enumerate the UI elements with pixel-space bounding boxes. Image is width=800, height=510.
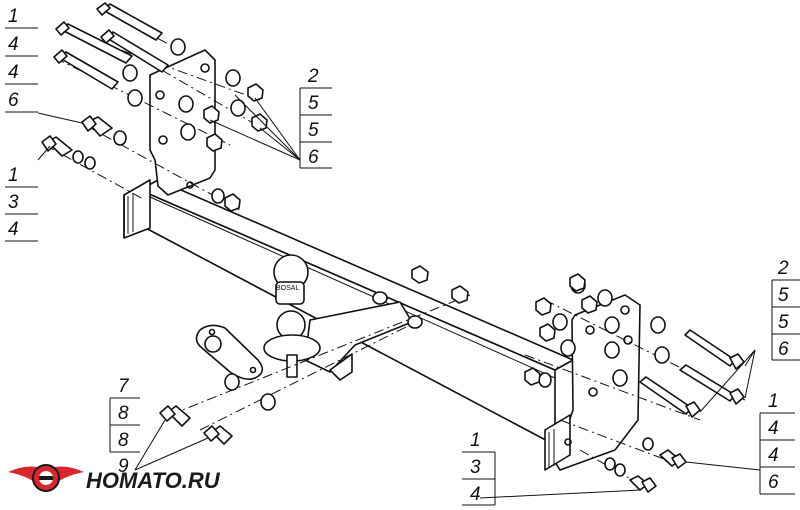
washer bbox=[407, 315, 423, 329]
washer bbox=[127, 89, 143, 107]
washer bbox=[614, 463, 626, 477]
socket-plate bbox=[195, 324, 264, 380]
bolt bbox=[679, 364, 745, 405]
washer bbox=[604, 341, 620, 359]
nut bbox=[206, 133, 223, 152]
callout-number: 5 bbox=[778, 312, 789, 333]
callout-number: 8 bbox=[118, 430, 129, 451]
callout-number: 5 bbox=[308, 120, 319, 141]
washer bbox=[612, 369, 628, 387]
callout-number: 4 bbox=[768, 445, 779, 466]
leader-lines bbox=[37, 94, 761, 499]
nut bbox=[569, 273, 586, 292]
washer bbox=[642, 437, 654, 451]
nut bbox=[524, 367, 541, 386]
washer bbox=[211, 188, 225, 204]
callout-right-mid: 2 5 5 6 bbox=[771, 258, 800, 361]
washer bbox=[650, 316, 666, 334]
callout-number: 2 bbox=[307, 66, 319, 87]
bolt bbox=[629, 475, 657, 493]
washer bbox=[372, 291, 388, 305]
bolt bbox=[53, 49, 119, 90]
washer bbox=[538, 372, 552, 388]
bolt bbox=[55, 21, 133, 64]
nut bbox=[411, 265, 429, 284]
washer bbox=[552, 313, 568, 331]
callout-number: 4 bbox=[8, 219, 19, 240]
bolt bbox=[639, 376, 701, 418]
callout-number: 4 bbox=[768, 418, 779, 439]
washer bbox=[122, 64, 138, 82]
nut bbox=[224, 193, 241, 212]
washer bbox=[224, 373, 240, 391]
callout-number: 8 bbox=[118, 403, 129, 424]
callout-number: 4 bbox=[8, 62, 19, 83]
callout-number: 5 bbox=[308, 93, 319, 114]
callout-number: 9 bbox=[118, 456, 129, 477]
washer bbox=[604, 457, 616, 471]
washer bbox=[84, 156, 96, 170]
callout-left-mid: 1 3 4 bbox=[5, 165, 38, 242]
washer bbox=[180, 123, 196, 141]
washer bbox=[230, 99, 246, 117]
washer bbox=[260, 393, 276, 411]
callout-number: 4 bbox=[470, 484, 481, 505]
washer bbox=[72, 150, 84, 164]
bolt bbox=[81, 115, 113, 137]
washer bbox=[170, 38, 186, 56]
nut bbox=[539, 323, 556, 342]
callout-number: 6 bbox=[308, 147, 319, 168]
tow-ball-assembly: BOSAL bbox=[263, 254, 413, 381]
callout-number: 1 bbox=[470, 430, 481, 451]
callout-number: 6 bbox=[8, 90, 19, 111]
callout-top-left: 1 4 4 6 bbox=[5, 6, 38, 113]
washer bbox=[560, 339, 576, 357]
callout-right-low: 1 4 4 6 bbox=[759, 391, 795, 495]
site-logo[interactable]: HOMATO.RU bbox=[8, 464, 221, 493]
washer bbox=[113, 130, 127, 146]
bolt bbox=[659, 449, 687, 469]
logo-text: HOMATO.RU bbox=[86, 468, 221, 493]
callout-number: 2 bbox=[777, 258, 789, 279]
ball-stamp: BOSAL bbox=[276, 285, 299, 292]
nut bbox=[535, 297, 552, 316]
callout-number: 3 bbox=[8, 192, 19, 213]
bolt bbox=[159, 405, 191, 427]
nut bbox=[247, 83, 264, 102]
washer bbox=[654, 346, 670, 364]
bolt bbox=[203, 425, 233, 445]
bolt bbox=[100, 29, 169, 73]
callout-number: 5 bbox=[778, 285, 789, 306]
callout-number: 6 bbox=[768, 472, 779, 493]
nut bbox=[581, 295, 598, 314]
callout-number: 3 bbox=[470, 457, 481, 478]
callout-number: 1 bbox=[768, 391, 779, 412]
left-bracket bbox=[123, 49, 216, 239]
callout-bottom-left: 7 8 8 9 bbox=[109, 376, 140, 477]
callout-number: 6 bbox=[778, 339, 789, 360]
nut bbox=[251, 113, 268, 132]
callout-top-right: 2 5 5 6 bbox=[299, 66, 332, 169]
callout-number: 1 bbox=[8, 6, 19, 27]
right-bracket bbox=[544, 294, 641, 471]
bolt bbox=[684, 329, 745, 370]
washer bbox=[604, 316, 620, 334]
washer bbox=[178, 95, 194, 113]
washer bbox=[225, 69, 241, 87]
callout-number: 7 bbox=[118, 376, 130, 397]
nut bbox=[451, 285, 469, 304]
callout-number: 1 bbox=[8, 165, 19, 186]
nut bbox=[203, 105, 220, 124]
washer bbox=[597, 289, 613, 307]
bolt bbox=[96, 2, 163, 41]
bolt bbox=[41, 135, 73, 157]
callout-bottom-mid: 1 3 4 bbox=[462, 430, 496, 506]
logo-emblem-icon bbox=[8, 464, 84, 492]
fasteners bbox=[41, 2, 746, 493]
callout-number: 4 bbox=[8, 34, 19, 55]
